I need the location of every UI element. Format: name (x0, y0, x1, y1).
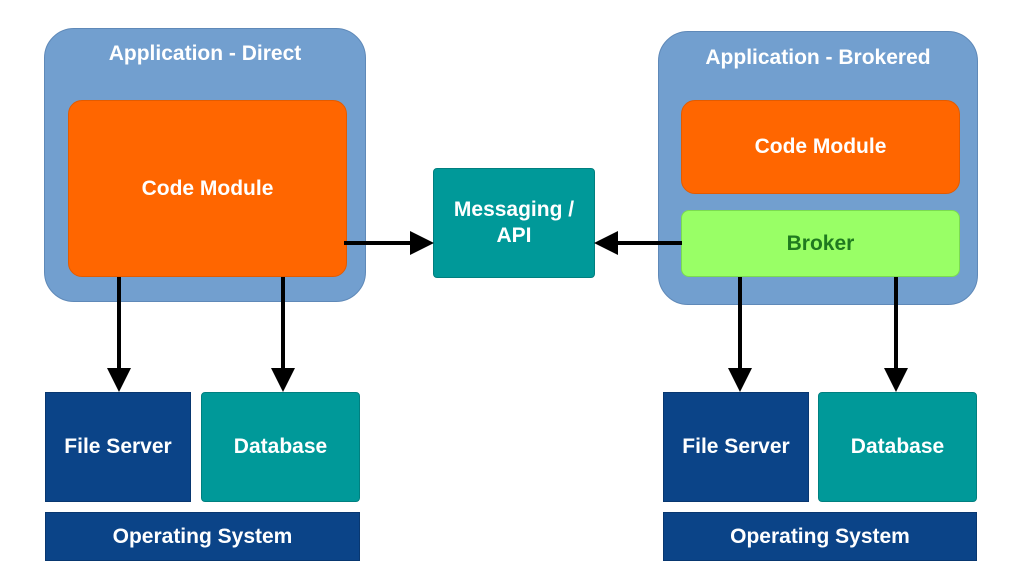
application-brokered-title: Application - Brokered (705, 46, 931, 69)
database-brokered: Database (818, 392, 977, 502)
application-direct-title: Application - Direct (108, 42, 302, 65)
operating-system-brokered: Operating System (663, 512, 977, 561)
file-server-brokered: File Server (663, 392, 809, 502)
code-module-brokered: Code Module (681, 100, 960, 194)
database-direct: Database (201, 392, 360, 502)
code-module-direct: Code Module (68, 100, 347, 277)
messaging-api-box: Messaging / API (433, 168, 595, 278)
file-server-direct: File Server (45, 392, 191, 502)
broker-box: Broker (681, 210, 960, 277)
operating-system-direct: Operating System (45, 512, 360, 561)
